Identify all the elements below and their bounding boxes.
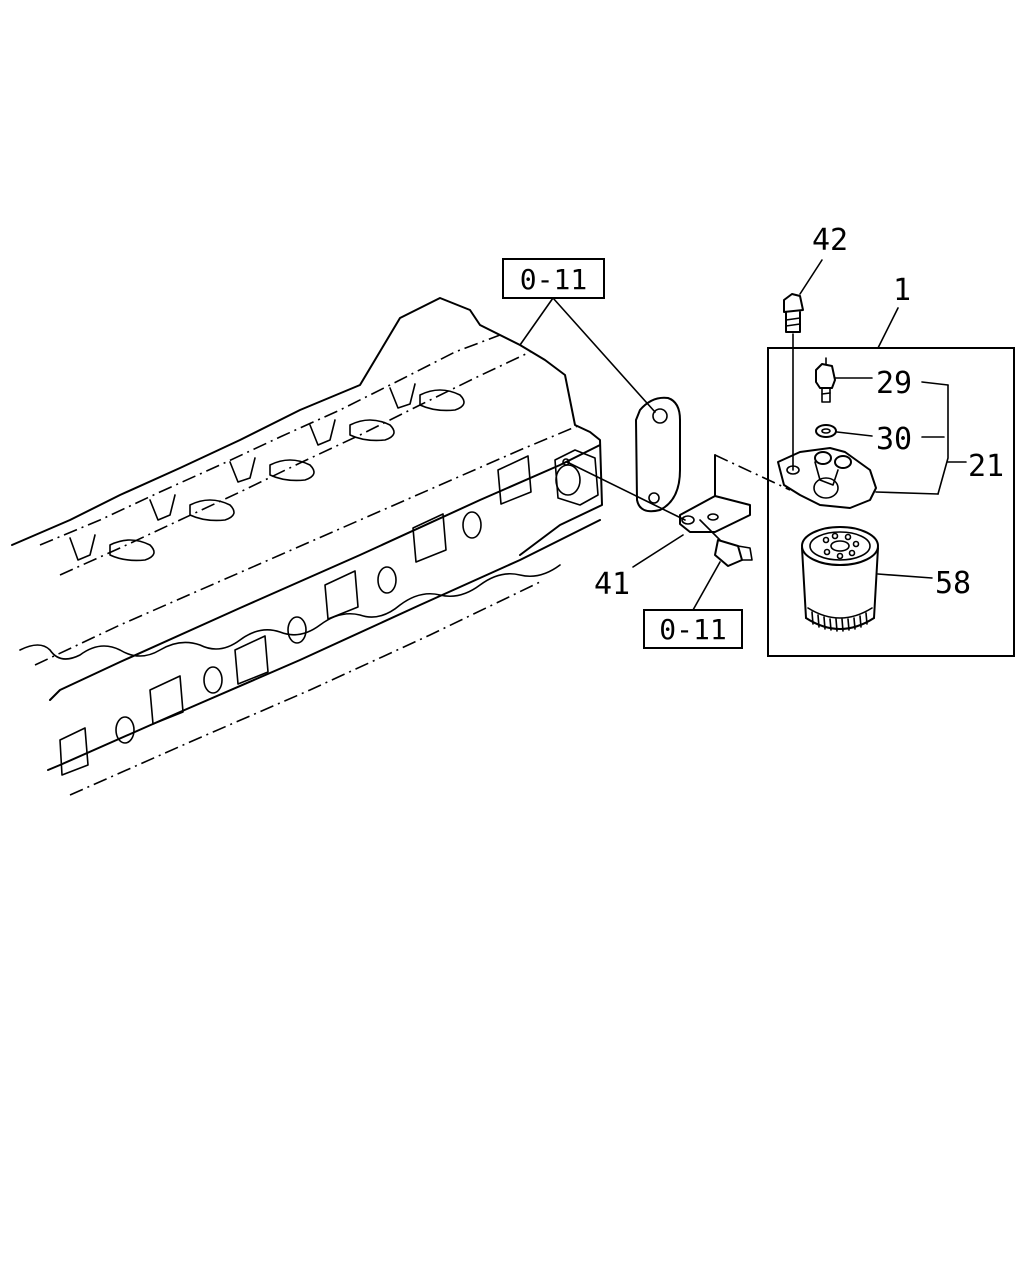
assembly-box [767, 347, 1015, 657]
callout-41: 41 [594, 567, 630, 602]
gasket-plate [635, 396, 681, 513]
reference-box-top[interactable]: 0-11 [502, 258, 605, 299]
cylinder-head-drawing [11, 297, 603, 796]
oil-filter-58 [801, 526, 879, 632]
reference-label-top: 0-11 [520, 263, 587, 296]
bracket [679, 454, 791, 533]
reference-box-bottom[interactable]: 0-11 [643, 609, 743, 649]
callout-42: 42 [812, 223, 848, 258]
bracket-line [937, 384, 949, 495]
leader-line [836, 431, 873, 437]
bolt-42 [783, 293, 804, 471]
leader-line [799, 259, 823, 295]
leader-line [552, 297, 656, 413]
leader-line [875, 491, 939, 495]
filter-head-21 [777, 447, 877, 509]
callout-29: 29 [876, 366, 912, 401]
callout-58: 58 [935, 566, 971, 601]
callout-30: 30 [876, 422, 912, 457]
bottom-bolt [699, 519, 753, 567]
leader-line [877, 573, 933, 579]
washer-30 [815, 424, 837, 438]
callout-21: 21 [968, 449, 1004, 484]
leader-line [877, 307, 899, 349]
leader-line [519, 297, 554, 346]
bolt-axis-line [566, 461, 686, 521]
leader-line [632, 534, 684, 568]
leader-line [692, 561, 721, 611]
bracket-line [921, 381, 949, 386]
plug-29 [815, 357, 836, 403]
reference-label-bottom: 0-11 [659, 613, 726, 646]
callout-1: 1 [893, 273, 911, 308]
